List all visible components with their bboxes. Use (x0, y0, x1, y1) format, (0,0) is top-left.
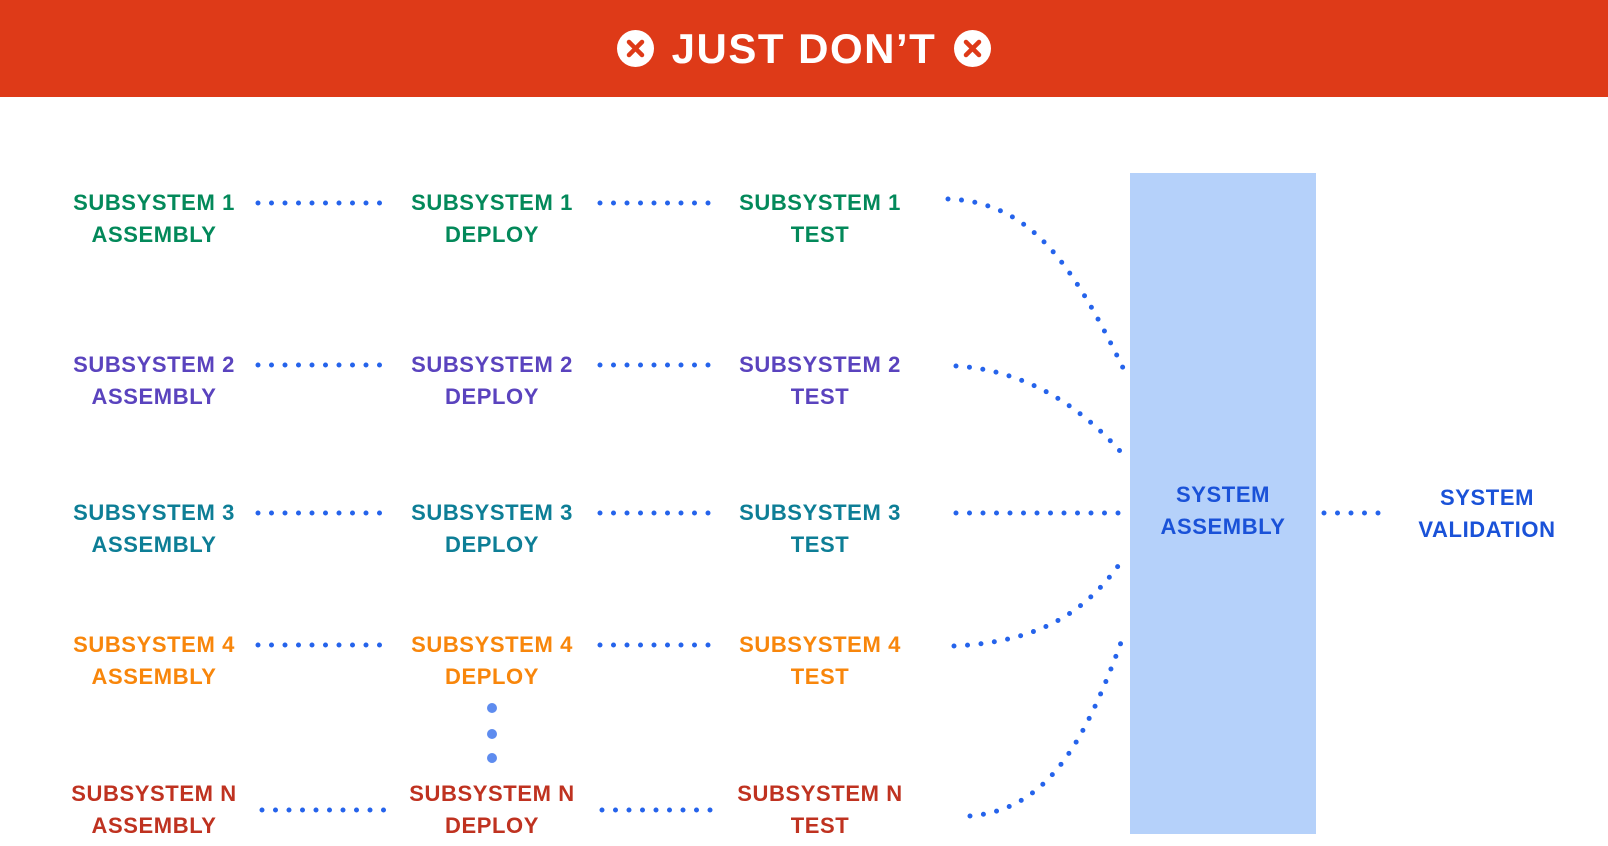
label-line-2: DEPLOY (444, 664, 540, 689)
label-line-1: SUBSYSTEM N (409, 781, 575, 806)
label-line-2: ASSEMBLY (91, 222, 217, 247)
label-line-2: ASSEMBLY (1160, 514, 1286, 539)
label-line-1: SUBSYSTEM 2 (739, 352, 901, 377)
subsystem-4-deploy-label: SUBSYSTEM 4 DEPLOY (362, 629, 622, 693)
label-line-1: SUBSYSTEM N (71, 781, 237, 806)
banner-title: JUST DON’T (671, 24, 937, 72)
label-line-2: VALIDATION (1418, 517, 1556, 542)
subsystem-n-deploy-label: SUBSYSTEM N DEPLOY (362, 778, 622, 842)
label-line-2: DEPLOY (444, 384, 540, 409)
subsystem-2-test-label: SUBSYSTEM 2 TEST (690, 349, 950, 413)
label-line-1: SUBSYSTEM N (737, 781, 903, 806)
system-validation-label: SYSTEM VALIDATION (1357, 482, 1608, 546)
label-line-1: SYSTEM (1439, 485, 1535, 510)
label-line-2: TEST (790, 664, 850, 689)
label-line-1: SUBSYSTEM 2 (411, 352, 573, 377)
subsystem-1-assembly-label: SUBSYSTEM 1 ASSEMBLY (24, 187, 284, 251)
x-circle-icon (616, 30, 654, 67)
label-line-1: SUBSYSTEM 3 (739, 500, 901, 525)
label-line-2: DEPLOY (444, 813, 540, 838)
label-line-2: ASSEMBLY (91, 813, 217, 838)
label-line-1: SUBSYSTEM 4 (739, 632, 901, 657)
label-line-1: SUBSYSTEM 1 (73, 190, 235, 215)
subsystem-4-test-label: SUBSYSTEM 4 TEST (690, 629, 950, 693)
label-line-1: SUBSYSTEM 2 (73, 352, 235, 377)
system-assembly-label: SYSTEM ASSEMBLY (1130, 479, 1316, 543)
label-line-1: SYSTEM (1175, 482, 1271, 507)
dotted-curve-testn-to-system (967, 634, 1126, 819)
label-line-2: DEPLOY (444, 532, 540, 557)
vertical-ellipsis-dots (487, 703, 497, 763)
dotted-curve-test4-to-system (951, 553, 1128, 649)
label-line-2: TEST (790, 532, 850, 557)
subsystem-2-deploy-label: SUBSYSTEM 2 DEPLOY (362, 349, 622, 413)
label-line-2: TEST (790, 222, 850, 247)
label-line-2: DEPLOY (444, 222, 540, 247)
dotted-curve-test1-to-system (945, 196, 1128, 375)
subsystem-3-test-label: SUBSYSTEM 3 TEST (690, 497, 950, 561)
label-line-2: ASSEMBLY (91, 664, 217, 689)
label-line-1: SUBSYSTEM 1 (739, 190, 901, 215)
subsystem-3-deploy-label: SUBSYSTEM 3 DEPLOY (362, 497, 622, 561)
banner: JUST DON’T (0, 0, 1608, 97)
label-line-1: SUBSYSTEM 4 (73, 632, 235, 657)
label-line-2: TEST (790, 384, 850, 409)
label-line-2: TEST (790, 813, 850, 838)
label-line-1: SUBSYSTEM 4 (411, 632, 573, 657)
label-line-2: ASSEMBLY (91, 532, 217, 557)
subsystem-1-test-label: SUBSYSTEM 1 TEST (690, 187, 950, 251)
subsystem-n-assembly-label: SUBSYSTEM N ASSEMBLY (24, 778, 284, 842)
subsystem-4-assembly-label: SUBSYSTEM 4 ASSEMBLY (24, 629, 284, 693)
subsystem-1-deploy-label: SUBSYSTEM 1 DEPLOY (362, 187, 622, 251)
subsystem-2-assembly-label: SUBSYSTEM 2 ASSEMBLY (24, 349, 284, 413)
x-circle-icon (954, 30, 992, 67)
label-line-2: ASSEMBLY (91, 384, 217, 409)
label-line-1: SUBSYSTEM 1 (411, 190, 573, 215)
subsystem-3-assembly-label: SUBSYSTEM 3 ASSEMBLY (24, 497, 284, 561)
dotted-curve-test2-to-system (953, 363, 1129, 461)
label-line-1: SUBSYSTEM 3 (411, 500, 573, 525)
subsystem-n-test-label: SUBSYSTEM N TEST (690, 778, 950, 842)
label-line-1: SUBSYSTEM 3 (73, 500, 235, 525)
system-assembly-box: SYSTEM ASSEMBLY (1130, 173, 1316, 834)
